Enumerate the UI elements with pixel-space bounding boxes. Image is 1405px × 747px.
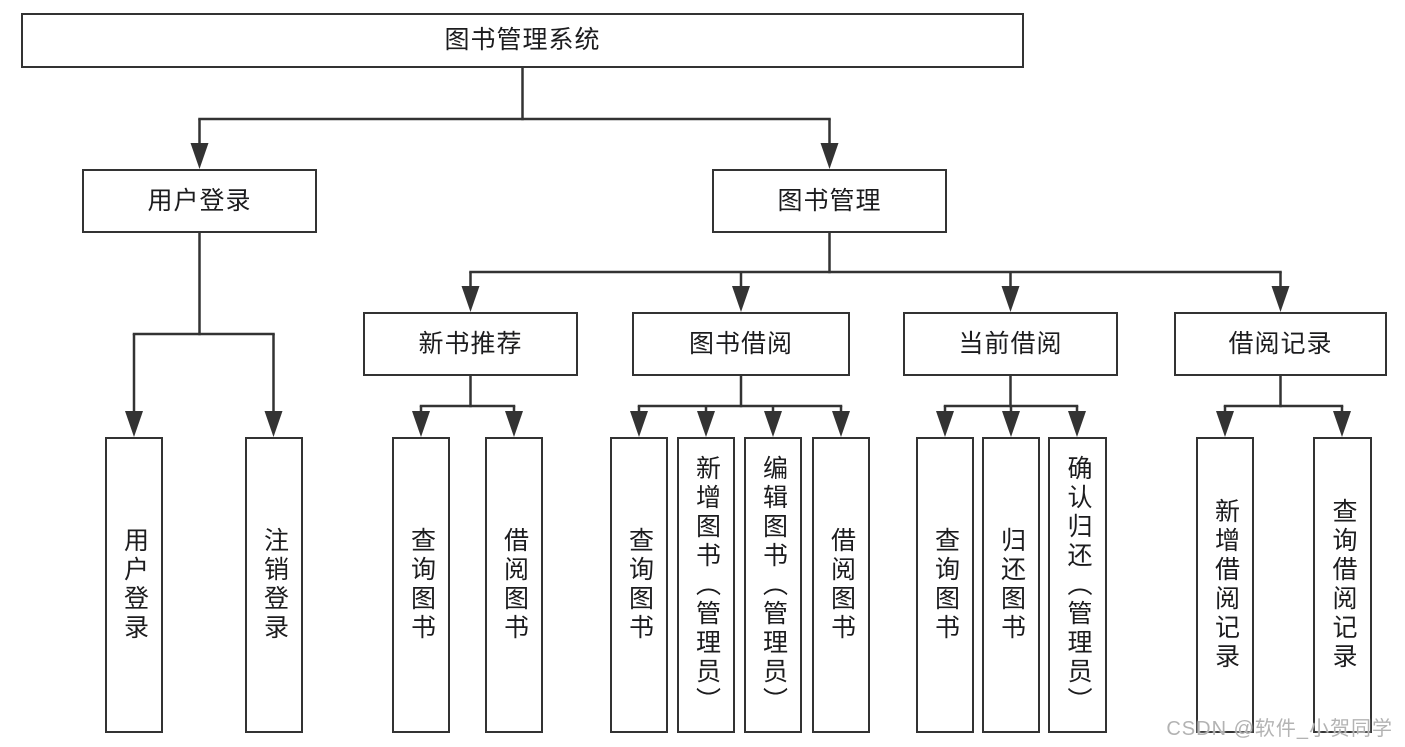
leaf-edit-book-admin: 编辑图书（管理员） (744, 437, 802, 733)
node-label: 图书管理 (777, 186, 882, 215)
node-label: 借阅图书 (500, 527, 529, 643)
node-label: 借阅记录 (1228, 329, 1333, 358)
node-label: 注销登录 (260, 527, 289, 643)
leaf-borrow-books-recommend: 借阅图书 (485, 437, 543, 733)
node-label: 图书管理系统 (444, 26, 601, 54)
leaf-query-borrow-record: 查询借阅记录 (1313, 437, 1372, 733)
node-label: 查询图书 (625, 527, 654, 643)
node-label: 归还图书 (997, 527, 1026, 643)
leaf-return-books: 归还图书 (982, 437, 1040, 733)
leaf-query-books-borrow: 查询图书 (610, 437, 668, 733)
node-library-system-root: 图书管理系统 (21, 13, 1024, 68)
leaf-confirm-return-admin: 确认归还（管理员） (1048, 437, 1107, 733)
leaf-user-login: 用户登录 (105, 437, 163, 733)
node-label: 图书借阅 (688, 329, 793, 358)
node-new-book-recommend: 新书推荐 (363, 312, 578, 376)
leaf-add-book-admin: 新增图书（管理员） (677, 437, 735, 733)
node-label: 新增借阅记录 (1211, 498, 1240, 672)
leaf-query-books-current: 查询图书 (916, 437, 974, 733)
leaf-logout: 注销登录 (245, 437, 303, 733)
node-label: 新书推荐 (418, 329, 523, 358)
csdn-watermark: CSDN @软件_小贺同学 (1166, 718, 1393, 740)
node-label: 用户登录 (147, 186, 252, 215)
node-label: 当前借阅 (958, 329, 1063, 358)
node-label: 确认归还（管理员） (1064, 454, 1092, 716)
node-book-borrow: 图书借阅 (632, 312, 850, 376)
node-user-login: 用户登录 (82, 169, 317, 233)
leaf-borrow-books: 借阅图书 (812, 437, 870, 733)
node-label: 新增图书（管理员） (692, 454, 721, 716)
node-label: 查询借阅记录 (1329, 498, 1357, 672)
node-label: 借阅图书 (827, 527, 856, 643)
node-label: 查询图书 (931, 527, 960, 643)
node-label: 编辑图书（管理员） (759, 454, 788, 716)
leaf-query-books-recommend: 查询图书 (392, 437, 450, 733)
node-current-borrow: 当前借阅 (903, 312, 1118, 376)
node-book-management: 图书管理 (712, 169, 947, 233)
node-label: 查询图书 (407, 527, 436, 643)
node-borrow-records: 借阅记录 (1174, 312, 1387, 376)
leaf-add-borrow-record: 新增借阅记录 (1196, 437, 1254, 733)
node-label: 用户登录 (120, 527, 149, 643)
